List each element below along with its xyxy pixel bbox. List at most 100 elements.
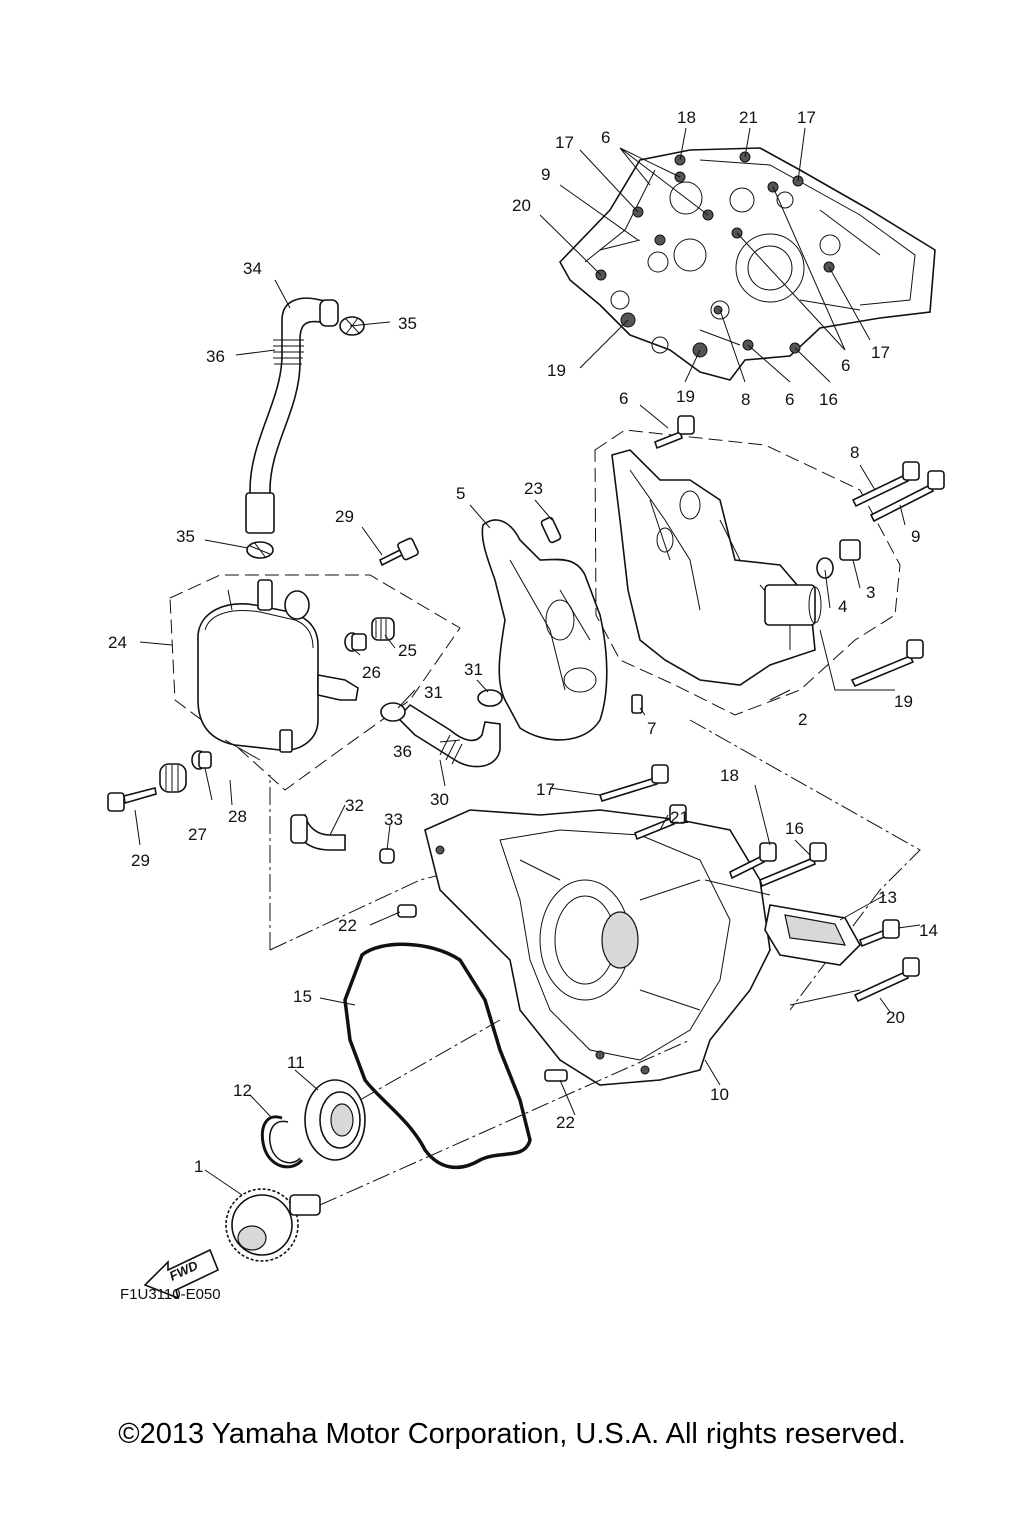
callout-34: 34 (243, 259, 262, 278)
bolt-21-cover (634, 804, 687, 841)
callout-27: 27 (188, 825, 207, 844)
bolt-20-cover (853, 957, 920, 1003)
callout-36: 36 (393, 742, 412, 761)
callout-19: 19 (894, 692, 913, 711)
callout-1: 1 (194, 1157, 203, 1176)
fwd-arrow: FWD (143, 1248, 220, 1300)
callout-22: 22 (556, 1113, 575, 1132)
callouts: 18 21 17 17 6 9 20 19 19 8 6 16 6 17 34 … (108, 108, 938, 1176)
callout-29: 29 (131, 851, 150, 870)
callout-30: 30 (430, 790, 449, 809)
callout-6: 6 (785, 390, 794, 409)
callout-33: 33 (384, 810, 403, 829)
callout-13: 13 (878, 888, 897, 907)
callout-8: 8 (741, 390, 750, 409)
callout-35: 35 (398, 314, 417, 333)
callout-2: 2 (798, 710, 807, 729)
clamp-33 (379, 848, 395, 864)
callout-31: 31 (424, 683, 443, 702)
callout-22: 22 (338, 916, 357, 935)
callout-26: 26 (362, 663, 381, 682)
callout-7: 7 (647, 719, 656, 738)
callout-12: 12 (233, 1081, 252, 1100)
bolts-8-9 (851, 461, 945, 523)
clamp-31-left (380, 702, 406, 722)
hose-clamp-lower (246, 541, 274, 559)
copyright-notice: ©2013 Yamaha Motor Corporation, U.S.A. A… (118, 1418, 906, 1450)
callout-23: 23 (524, 479, 543, 498)
callout-19: 19 (547, 361, 566, 380)
gear-1 (225, 1188, 321, 1262)
gasket-5 (481, 519, 608, 741)
hose-32 (290, 813, 346, 851)
bolt-29-top (378, 537, 419, 567)
dowel-22-upper (397, 904, 417, 918)
callout-11: 11 (287, 1053, 305, 1072)
callout-18: 18 (720, 766, 739, 785)
callout-21: 21 (739, 108, 758, 127)
circlip-12 (260, 1115, 304, 1169)
callout-8: 8 (850, 443, 859, 462)
drawing-code: F1U3110-E050 (120, 1286, 221, 1303)
bolt-29-left (107, 787, 157, 812)
callout-35: 35 (176, 527, 195, 546)
clamp-31-mid (477, 689, 503, 707)
callout-24: 24 (108, 633, 127, 652)
callout-31: 31 (464, 660, 483, 679)
collar-28 (191, 750, 212, 770)
callout-32: 32 (345, 796, 364, 815)
callout-29: 29 (335, 507, 354, 526)
bolt-19-pump (850, 639, 924, 688)
bolt-18-cover (729, 842, 777, 880)
callout-16: 16 (785, 819, 804, 838)
callout-9: 9 (911, 527, 920, 546)
callout-15: 15 (293, 987, 312, 1006)
callout-10: 10 (710, 1085, 729, 1104)
crankcase-rear-view (539, 127, 936, 383)
collar-26 (344, 632, 367, 652)
callout-20: 20 (886, 1008, 905, 1027)
callout-6: 6 (619, 389, 628, 408)
washer-4 (816, 557, 834, 579)
shaft-axis (319, 1019, 691, 1206)
gasket-15 (343, 942, 532, 1170)
callout-17: 17 (797, 108, 816, 127)
callout-9: 9 (541, 165, 550, 184)
dowel-7 (631, 694, 643, 714)
dowel-23 (540, 516, 562, 544)
hose-30 (396, 703, 501, 768)
callout-20: 20 (512, 196, 531, 215)
plug-3 (839, 539, 861, 561)
bolt-14 (859, 919, 900, 948)
callout-3: 3 (866, 583, 875, 602)
callout-17: 17 (871, 343, 890, 362)
callout-18: 18 (677, 108, 696, 127)
dowel-22-lower (544, 1069, 568, 1082)
breather-hose (245, 297, 339, 534)
callout-5: 5 (456, 484, 465, 503)
callout-4: 4 (838, 597, 847, 616)
callout-6: 6 (601, 128, 610, 147)
callout-19: 19 (676, 387, 695, 406)
callout-21: 21 (670, 808, 689, 827)
callout-25: 25 (398, 641, 417, 660)
oil-pump (611, 449, 822, 686)
strainer-13 (764, 904, 861, 966)
callout-17: 17 (555, 133, 574, 152)
bolt-17-cover (598, 764, 669, 802)
grommet-25 (371, 617, 395, 641)
callout-36: 36 (206, 347, 225, 366)
leader-lines (134, 279, 921, 1196)
bearing-11 (304, 1079, 366, 1161)
callout-28: 28 (228, 807, 247, 826)
damper-27 (159, 763, 187, 793)
oil-pump-boundary (594, 429, 901, 716)
crankcase-cover (424, 809, 771, 1086)
callout-16: 16 (819, 390, 838, 409)
callout-14: 14 (919, 921, 938, 940)
oil-tank-boundary (169, 574, 461, 791)
oil-tank (197, 579, 359, 761)
callout-6: 6 (841, 356, 850, 375)
callout-17: 17 (536, 780, 555, 799)
